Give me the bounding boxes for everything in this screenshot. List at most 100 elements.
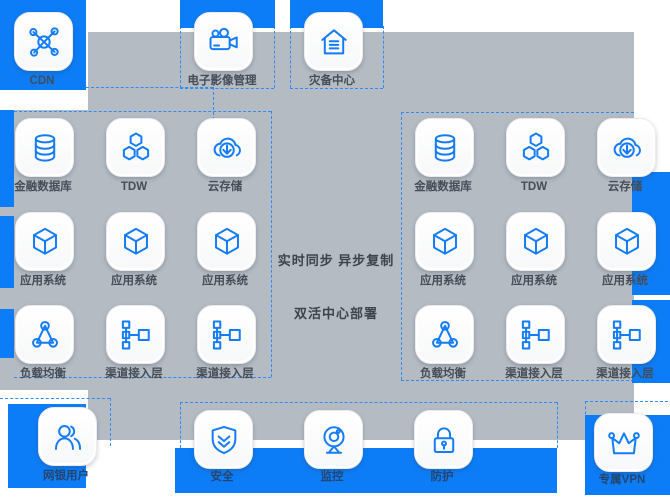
node-tdw <box>506 118 565 177</box>
node-label: 专属VPN <box>598 474 646 486</box>
node-load-balancer <box>415 305 474 364</box>
node-label: 云存储 <box>207 181 243 193</box>
node-label: 应用系统 <box>511 275 557 287</box>
node-channel-access <box>597 305 656 364</box>
node-label: 网银用户 <box>43 470 89 482</box>
hexagon-cluster-icon <box>119 131 153 165</box>
node-monitoring <box>304 410 363 469</box>
database-icon <box>28 131 62 165</box>
channel-access-icon <box>119 318 153 352</box>
node-channel-access <box>197 305 256 364</box>
security-zone-border <box>557 402 558 448</box>
node-imaging <box>194 12 253 71</box>
users-zone-border <box>110 398 111 446</box>
imaging-zone-border <box>180 88 274 89</box>
node-cdn <box>14 12 73 71</box>
lock-icon <box>427 423 461 457</box>
cloud-download-icon <box>210 131 244 165</box>
left-datacenter-border <box>14 377 271 378</box>
node-security <box>194 410 253 469</box>
cube-icon <box>610 225 644 259</box>
node-app-system <box>415 212 474 271</box>
node-label: 负载均衡 <box>420 368 466 380</box>
node-disaster-recovery <box>304 12 363 71</box>
node-label: 应用系统 <box>111 275 157 287</box>
node-protection <box>414 410 473 469</box>
imaging-zone-border <box>274 26 275 88</box>
load-balancer-icon <box>28 318 62 352</box>
shield-check-icon <box>207 423 241 457</box>
node-label: 电子影像管理 <box>187 75 257 87</box>
edge-block <box>0 110 14 207</box>
node-app-system <box>197 212 256 271</box>
security-zone-border <box>180 402 557 403</box>
node-label: 云存储 <box>607 181 643 193</box>
node-label: 应用系统 <box>602 275 648 287</box>
users-zone-border <box>0 398 110 399</box>
users-icon <box>51 420 85 454</box>
edge-block <box>0 216 14 288</box>
node-app-system <box>597 212 656 271</box>
architecture-annotation: 双活中心部署 <box>293 306 378 321</box>
node-financial-db <box>15 118 74 177</box>
node-app-system <box>15 212 74 271</box>
node-cloud-storage <box>197 118 256 177</box>
node-label: 渠道接入层 <box>196 368 254 380</box>
right-datacenter-border <box>401 112 402 380</box>
node-label: 监控 <box>320 471 344 483</box>
database-icon <box>428 131 462 165</box>
channel-access-icon <box>519 318 553 352</box>
dr-zone-border <box>290 26 291 88</box>
node-label: 渠道接入层 <box>105 368 163 380</box>
node-tdw <box>106 118 165 177</box>
node-label: 应用系统 <box>202 275 248 287</box>
cloud-download-icon <box>610 131 644 165</box>
hexagon-cluster-icon <box>519 131 553 165</box>
load-balancer-icon <box>428 318 462 352</box>
video-camera-icon <box>207 25 241 59</box>
node-label: 灾备中心 <box>309 75 355 87</box>
vpn-zone-border <box>585 401 668 402</box>
node-label: 安全 <box>210 471 234 483</box>
right-datacenter-border <box>401 112 634 113</box>
dr-zone-border <box>383 26 384 88</box>
node-app-system <box>506 212 565 271</box>
left-datacenter-border <box>271 111 272 377</box>
cube-icon <box>519 225 553 259</box>
node-label: 金融数据库 <box>14 181 72 193</box>
node-label: 防护 <box>430 471 454 483</box>
node-vpn <box>594 413 653 472</box>
node-label: TDW <box>520 181 548 193</box>
node-label: 渠道接入层 <box>505 368 563 380</box>
channel-access-icon <box>210 318 244 352</box>
cdn-zone-border <box>86 87 213 88</box>
edge-block <box>0 309 14 358</box>
node-app-system <box>106 212 165 271</box>
node-channel-access <box>506 305 565 364</box>
node-users <box>38 407 97 466</box>
webcam-icon <box>317 423 351 457</box>
crown-icon <box>607 426 641 460</box>
security-zone-border <box>180 402 181 448</box>
channel-access-icon <box>610 318 644 352</box>
cube-icon <box>119 225 153 259</box>
sync-annotation: 实时同步 异步复制 <box>277 253 395 268</box>
node-load-balancer <box>15 305 74 364</box>
node-financial-db <box>415 118 474 177</box>
node-label: 应用系统 <box>420 275 466 287</box>
imaging-zone-border <box>180 26 181 88</box>
node-channel-access <box>106 305 165 364</box>
dr-zone-border <box>290 88 383 89</box>
node-label: 金融数据库 <box>414 181 472 193</box>
node-label: CDN <box>29 75 55 87</box>
node-label: 负载均衡 <box>20 368 66 380</box>
node-label: 渠道接入层 <box>596 368 654 380</box>
left-datacenter-border <box>14 111 271 112</box>
node-cloud-storage <box>597 118 656 177</box>
node-label: TDW <box>120 181 148 193</box>
disaster-recovery-house-icon <box>317 25 351 59</box>
cdn-zone-border <box>213 87 214 140</box>
cdn-icon <box>27 25 61 59</box>
cube-icon <box>28 225 62 259</box>
